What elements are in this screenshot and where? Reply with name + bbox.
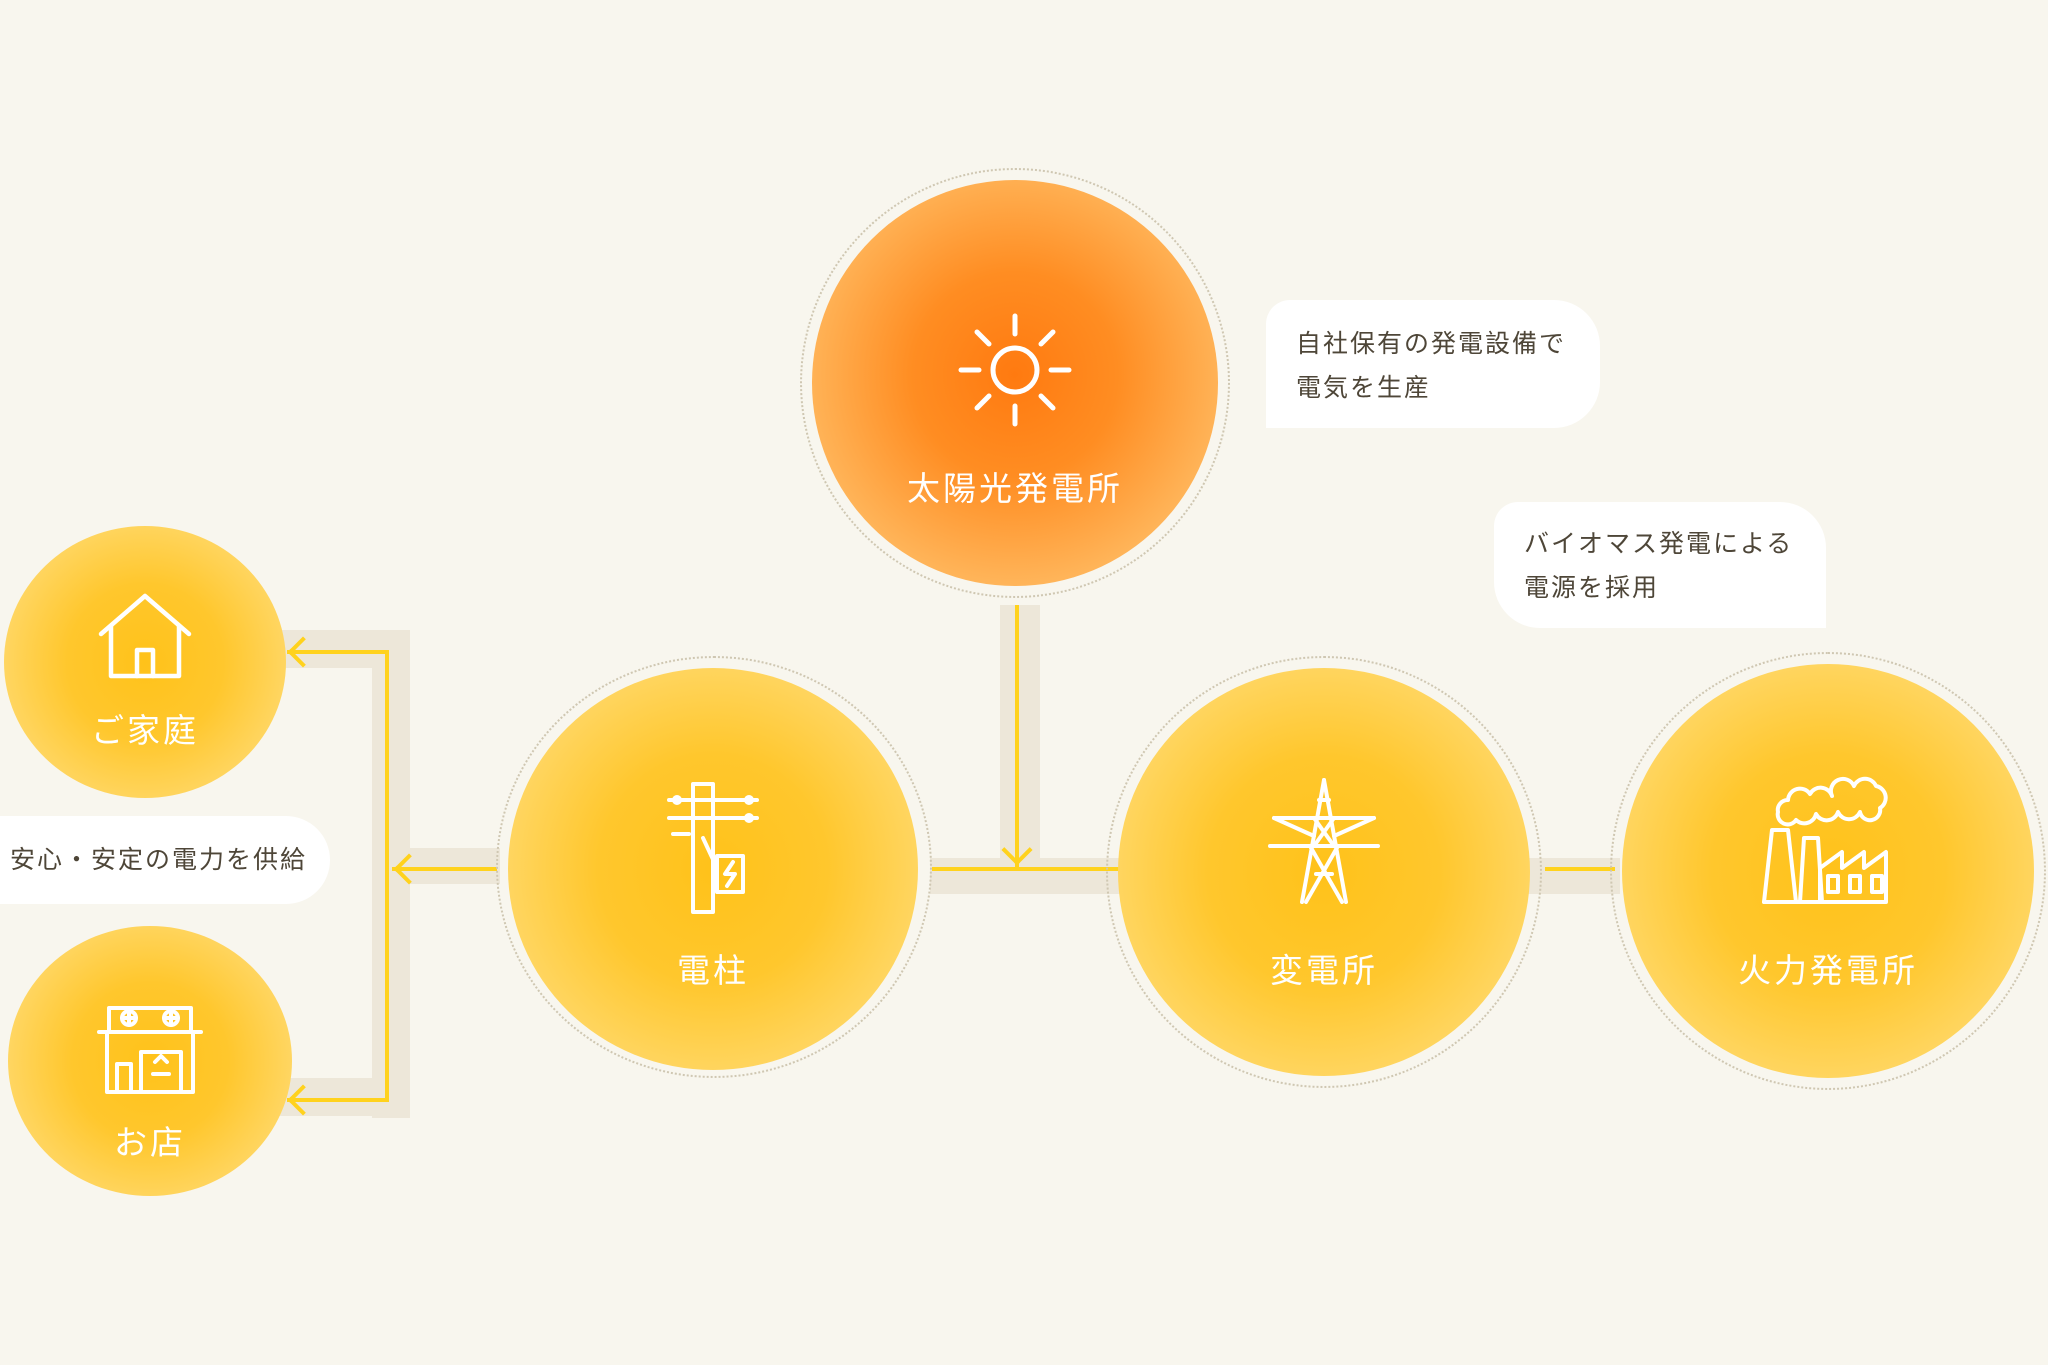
home-node-label: ご家庭: [91, 711, 199, 750]
shop-icon: [97, 1006, 203, 1094]
substation-node: 変電所: [1118, 668, 1530, 1076]
connector-shadow-shop: [275, 1078, 395, 1116]
connector-thermal-to-substation: [1545, 867, 1615, 871]
connector-pole-to-branch: [392, 867, 497, 871]
pole-node-ring: [496, 656, 932, 1078]
thermal-node-label: 火力発電所: [1738, 951, 1918, 990]
sun-icon: [958, 313, 1072, 427]
solar-node: 太陽光発電所: [812, 180, 1218, 586]
connector-shadow-solar: [1000, 605, 1040, 863]
substation-node-ring: [1106, 656, 1542, 1088]
shop-node: お店: [8, 926, 292, 1196]
biomass-callout-line2: 電源を採用: [1524, 573, 1660, 602]
solar-node-label: 太陽光発電所: [907, 469, 1123, 508]
factory-icon: [1762, 776, 1888, 904]
transmission-tower-icon: [1268, 778, 1380, 904]
substation-node-label: 変電所: [1270, 951, 1378, 990]
connector-branch-vertical: [385, 650, 389, 1102]
biomass-callout-line1: バイオマス発電による: [1524, 529, 1794, 558]
utility-pole-icon: [667, 782, 759, 914]
connector-junction-to-pole: [932, 867, 1112, 871]
thermal-node-ring: [1610, 652, 2046, 1090]
connector-shadow-branch: [372, 630, 410, 1118]
solar-callout: 自社保有の発電設備で 電気を生産: [1266, 300, 1600, 428]
home-node: ご家庭: [4, 526, 286, 798]
house-icon: [98, 593, 192, 679]
supply-callout: 安心・安定の電力を供給: [0, 816, 330, 904]
thermal-node: 火力発電所: [1622, 664, 2034, 1078]
connector-branch-to-shop: [287, 1098, 389, 1102]
solar-callout-line1: 自社保有の発電設備で: [1296, 329, 1567, 358]
connector-solar-down: [1015, 605, 1019, 867]
solar-callout-line2: 電気を生産: [1296, 373, 1432, 402]
connector-branch-to-home: [287, 650, 389, 654]
shop-node-label: お店: [114, 1123, 186, 1162]
biomass-callout: バイオマス発電による 電源を採用: [1494, 502, 1826, 628]
pole-node-label: 電柱: [677, 951, 749, 990]
connector-shadow-home: [275, 630, 395, 668]
pole-node: 電柱: [508, 668, 918, 1070]
supply-callout-text: 安心・安定の電力を供給: [10, 845, 308, 874]
solar-node-ring: [800, 168, 1230, 598]
